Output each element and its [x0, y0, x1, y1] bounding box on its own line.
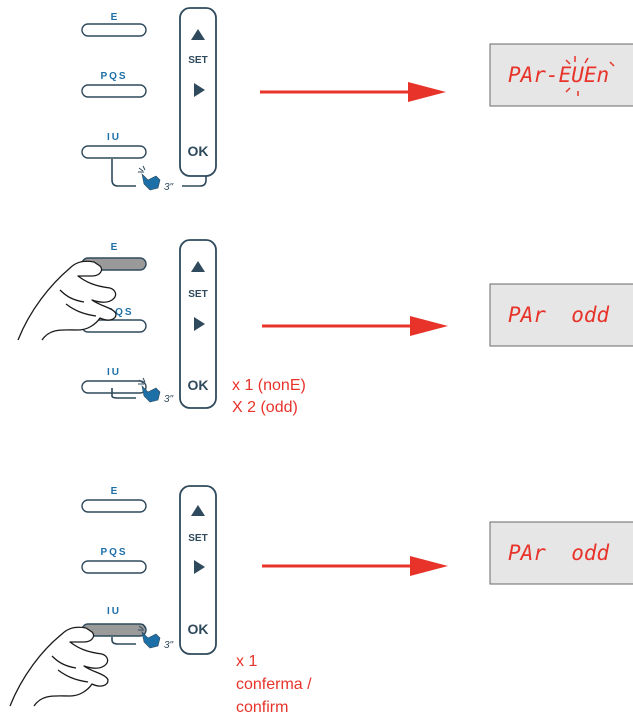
lcd-display [489, 283, 633, 347]
button-pqs-label: PQS [100, 547, 127, 558]
up-triangle-icon[interactable] [191, 261, 205, 272]
lcd-text: PAr odd [508, 303, 610, 327]
button-e[interactable] [81, 23, 147, 37]
button-pqs[interactable] [81, 560, 147, 574]
hold-bracket-left [111, 159, 136, 187]
note-line: x 1 [236, 653, 257, 670]
pointing-hand-icon [138, 165, 161, 191]
ok-button[interactable]: OK [188, 143, 209, 159]
button-pqs[interactable] [81, 84, 147, 98]
button-e-label: E [111, 242, 118, 253]
hold-time-label: 3" [164, 394, 174, 405]
pressing-hand-icon [9, 626, 109, 707]
flow-arrow-head [408, 82, 446, 102]
button-iu[interactable] [81, 380, 147, 394]
ok-button[interactable]: OK [188, 377, 209, 393]
button-pqs-label: PQS [100, 71, 127, 82]
right-triangle-icon[interactable] [194, 83, 205, 97]
note-line: x 1 (nonE) [232, 377, 306, 394]
lcd-text: PAr-EUEn [508, 63, 609, 87]
pointing-hand-icon [138, 377, 161, 403]
hold-time-label: 3" [164, 182, 174, 193]
button-iu-label: IU [107, 132, 121, 143]
pressing-hand-icon [17, 260, 117, 341]
pointing-hand-icon [138, 623, 161, 649]
panel-set-label: SET [188, 55, 207, 66]
hold-time-label: 3" [164, 640, 174, 651]
button-iu[interactable] [81, 145, 147, 159]
lcd-display [489, 521, 633, 585]
note-line: X 2 (odd) [232, 399, 298, 416]
flow-arrow-head [410, 316, 448, 336]
step-1: E PQS IU 3" SET OK PAr-EUEn [81, 7, 633, 193]
ok-button[interactable]: OK [188, 621, 209, 637]
up-triangle-icon[interactable] [191, 29, 205, 40]
panel-set-label: SET [188, 533, 207, 544]
up-triangle-icon[interactable] [191, 505, 205, 516]
lcd-text: PAr odd [508, 541, 610, 565]
button-iu-label: IU [107, 606, 121, 617]
flow-arrow-head [410, 556, 448, 576]
step-2: E PQS IU 3" SET OK PAr odd x 1 (nonE) X … [17, 239, 633, 416]
note-line: conferma / [236, 676, 312, 693]
step-3: E PQS IU 3" SET OK PAr odd x 1 conferma … [9, 485, 633, 716]
button-pqs-label: PQS [106, 307, 133, 318]
blink-rays-icon [565, 56, 615, 96]
right-triangle-icon[interactable] [194, 560, 205, 574]
button-iu-label: IU [107, 367, 121, 378]
hold-bracket-right [182, 176, 207, 187]
right-triangle-icon[interactable] [194, 317, 205, 331]
hold-bracket-left [111, 637, 136, 645]
panel-set-label: SET [188, 289, 207, 300]
note-line: confirm [236, 699, 288, 716]
button-e[interactable] [81, 499, 147, 513]
button-e-label: E [111, 486, 118, 497]
lcd-display [489, 43, 633, 107]
button-e-label: E [111, 12, 118, 23]
hold-bracket-left [111, 388, 136, 399]
